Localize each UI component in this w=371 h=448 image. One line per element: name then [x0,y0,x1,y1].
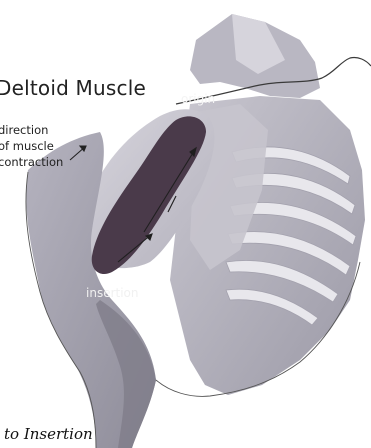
origin-label: origin [181,92,215,106]
diagram-title: Deltoid Muscle [0,76,146,100]
direction-label: direction of muscle contraction [0,122,63,170]
insertion-label: insertion [86,286,139,300]
caption-text: to Insertion [4,425,93,443]
